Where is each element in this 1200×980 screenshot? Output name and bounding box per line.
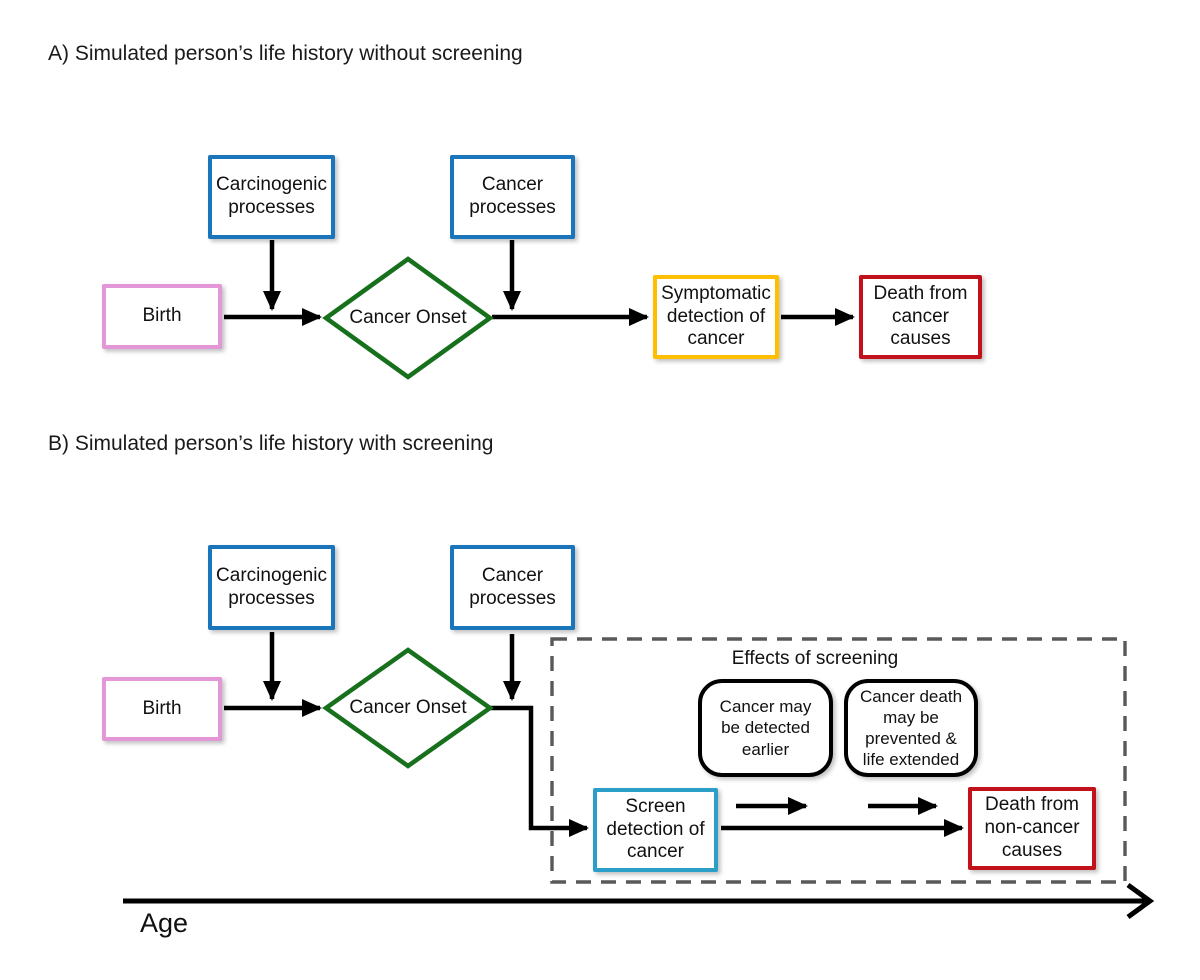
birth-box-b: Birth: [102, 677, 222, 741]
age-axis-label: Age: [140, 908, 189, 938]
death-from-non-cancer-box: Death from non-cancer causes: [968, 787, 1096, 870]
screen-detection-box: Screen detection of cancer: [593, 788, 718, 872]
panel-a-title: A) Simulated person’s life history witho…: [48, 42, 523, 65]
effects-of-screening-label: Effects of screening: [731, 648, 899, 669]
carcinogenic-processes-box-b: Carcinogenic processes: [208, 545, 335, 630]
effects-of-screening-dashed-box: [550, 637, 1127, 884]
death-from-cancer-box: Death from cancer causes: [859, 275, 982, 359]
elbow-onset-to-screen-detection: [490, 705, 589, 837]
cancer-onset-diamond-b: [322, 647, 494, 769]
panel-b-title: B) Simulated person’s life history with …: [48, 432, 494, 455]
cancer-processes-box-b: Cancer processes: [450, 545, 575, 630]
birth-box-a: Birth: [102, 284, 222, 349]
carcinogenic-processes-box-a: Carcinogenic processes: [208, 155, 335, 239]
effect-detected-earlier-box: Cancer may be detected earlier: [698, 679, 833, 777]
cancer-processes-box-a: Cancer processes: [450, 155, 575, 239]
symptomatic-detection-box: Symptomatic detection of cancer: [653, 275, 779, 359]
cancer-onset-label-a: Cancer Onset: [349, 306, 467, 328]
effect-death-prevented-box: Cancer death may be prevented & life ext…: [844, 679, 978, 777]
cancer-onset-label-b: Cancer Onset: [349, 696, 467, 718]
age-axis-arrowhead: [1126, 882, 1155, 920]
cancer-onset-diamond-a: [322, 256, 494, 380]
